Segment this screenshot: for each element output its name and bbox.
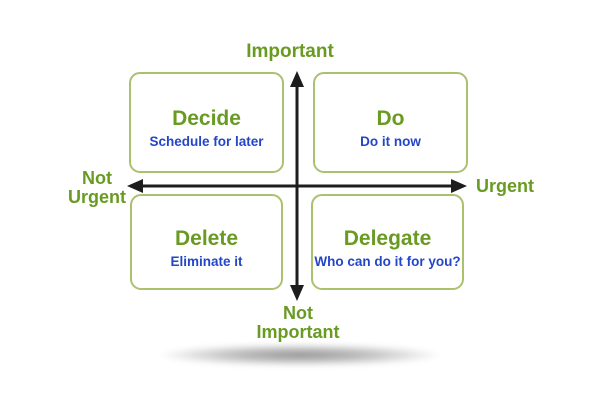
axis-label-not-important: Not Important: [256, 303, 340, 342]
quadrant-delete-title: Delete: [174, 226, 239, 250]
quadrant-do-subtitle: Do it now: [360, 134, 421, 150]
arrowhead-right-icon: [451, 179, 467, 193]
quadrant-delete-subtitle: Eliminate it: [170, 253, 243, 269]
quadrant-decide: Decide Schedule for later: [129, 72, 284, 173]
axis-label-important: Important: [246, 41, 334, 62]
quadrant-decide-subtitle: Schedule for later: [149, 134, 264, 150]
quadrant-do-title: Do: [376, 107, 405, 131]
quadrant-delegate-subtitle: Who can do it for you?: [314, 253, 461, 269]
drop-shadow: [160, 344, 440, 366]
quadrant-do: Do Do it now: [313, 72, 468, 173]
arrowhead-up-icon: [290, 71, 304, 87]
arrowhead-left-icon: [127, 179, 143, 193]
quadrant-delegate-title: Delegate: [343, 226, 432, 250]
axis-label-urgent: Urgent: [476, 176, 534, 196]
quadrant-delete: Delete Eliminate it: [130, 194, 283, 290]
arrowhead-down-icon: [290, 285, 304, 301]
axis-label-not-urgent: Not Urgent: [68, 168, 126, 207]
quadrant-delegate: Delegate Who can do it for you?: [311, 194, 464, 290]
quadrant-decide-title: Decide: [172, 107, 241, 131]
